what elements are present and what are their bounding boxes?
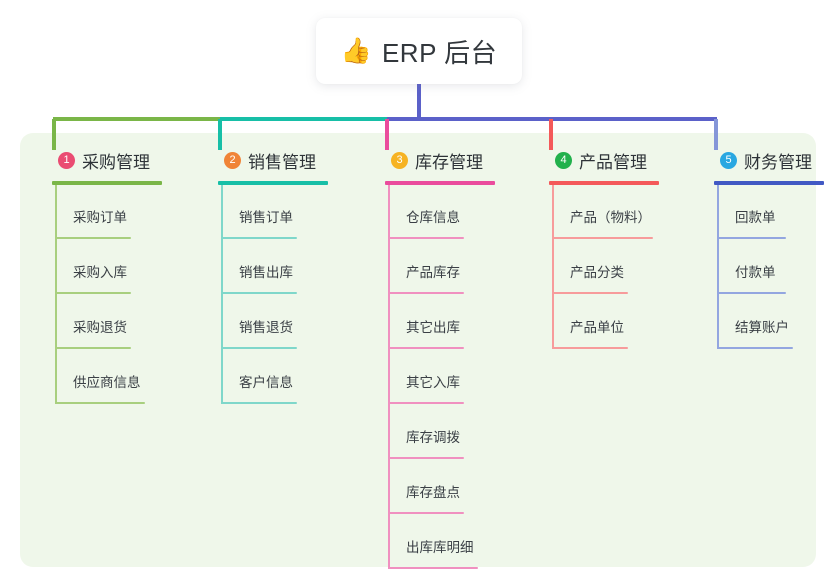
node-rule xyxy=(56,347,131,349)
node-rule xyxy=(553,347,628,349)
column-badge-1: 1 xyxy=(58,151,75,169)
node-rule xyxy=(222,402,297,404)
node-rule xyxy=(389,512,464,514)
node-label: 产品库存 xyxy=(406,265,460,280)
node-rule xyxy=(56,237,131,239)
node-label: 回款单 xyxy=(735,210,776,225)
node-label: 销售出库 xyxy=(239,265,293,280)
node-label: 仓库信息 xyxy=(406,210,460,225)
column-header-5[interactable]: 5 财务管理 xyxy=(698,147,812,173)
column-4: 4 产品管理产品（物料） 产品分类产品单位 xyxy=(533,147,659,349)
node-label: 库存盘点 xyxy=(406,485,460,500)
column-header-1[interactable]: 1 采购管理 xyxy=(36,147,150,173)
column-badge-2: 2 xyxy=(224,151,241,169)
column-title-5: 财务管理 xyxy=(744,152,812,172)
column-header-3[interactable]: 3 库存管理 xyxy=(369,147,483,173)
node-rule xyxy=(389,457,464,459)
node-rule xyxy=(56,402,145,404)
column-title-2: 销售管理 xyxy=(248,152,316,172)
column-badge-3: 3 xyxy=(391,151,408,169)
node-rule xyxy=(222,292,297,294)
node-label: 客户信息 xyxy=(239,375,293,390)
column-rule-5 xyxy=(714,181,824,185)
node-label: 付款单 xyxy=(735,265,776,280)
column-rule-2 xyxy=(218,181,328,185)
diagram-panel xyxy=(20,133,816,567)
column-5: 5 财务管理回款单付款单结算账户 xyxy=(698,147,824,349)
node-rule xyxy=(389,237,464,239)
node-label: 产品（物料） xyxy=(570,210,651,225)
thumbs-up-icon: 👍 xyxy=(340,36,372,65)
node-label: 出库库明细 xyxy=(406,540,474,555)
column-title-3: 库存管理 xyxy=(415,152,483,172)
node-label: 采购入库 xyxy=(73,265,127,280)
node-label: 采购退货 xyxy=(73,320,127,335)
column-3: 3 库存管理仓库信息产品库存其它出库其它入库库存调拨库存盘点出库库明细 xyxy=(369,147,495,569)
node-label: 产品单位 xyxy=(570,320,624,335)
column-badge-5: 5 xyxy=(720,151,737,169)
node-rule xyxy=(56,292,131,294)
node-rule xyxy=(553,237,653,239)
node-rule xyxy=(389,402,464,404)
column-rule-3 xyxy=(385,181,495,185)
node-label: 其它入库 xyxy=(406,375,460,390)
node-label: 销售订单 xyxy=(239,210,293,225)
node-label: 采购订单 xyxy=(73,210,127,225)
node-label: 其它出库 xyxy=(406,320,460,335)
node-rule xyxy=(389,567,478,569)
column-badge-4: 4 xyxy=(555,151,572,169)
node-rule xyxy=(222,347,297,349)
node-label: 库存调拨 xyxy=(406,430,460,445)
node-label: 产品分类 xyxy=(570,265,624,280)
node-rule xyxy=(718,347,793,349)
column-header-2[interactable]: 2 销售管理 xyxy=(202,147,316,173)
column-title-4: 产品管理 xyxy=(579,152,647,172)
node-label: 供应商信息 xyxy=(73,375,141,390)
column-rule-4 xyxy=(549,181,659,185)
node-rule xyxy=(222,237,297,239)
node-rule xyxy=(718,237,786,239)
node-rule xyxy=(718,292,786,294)
root-node-card[interactable]: 👍 ERP 后台 xyxy=(316,18,522,84)
node-rule xyxy=(389,292,464,294)
node-label: 结算账户 xyxy=(735,320,789,335)
node-rule xyxy=(553,292,628,294)
column-1: 1 采购管理采购订单采购入库采购退货供应商信息 xyxy=(36,147,162,404)
column-rule-1 xyxy=(52,181,162,185)
node-label: 销售退货 xyxy=(239,320,293,335)
page-title: ERP 后台 xyxy=(381,37,498,68)
column-header-4[interactable]: 4 产品管理 xyxy=(533,147,647,173)
column-2: 2 销售管理销售订单销售出库销售退货客户信息 xyxy=(202,147,328,404)
node-rule xyxy=(389,347,464,349)
column-title-1: 采购管理 xyxy=(82,152,150,172)
